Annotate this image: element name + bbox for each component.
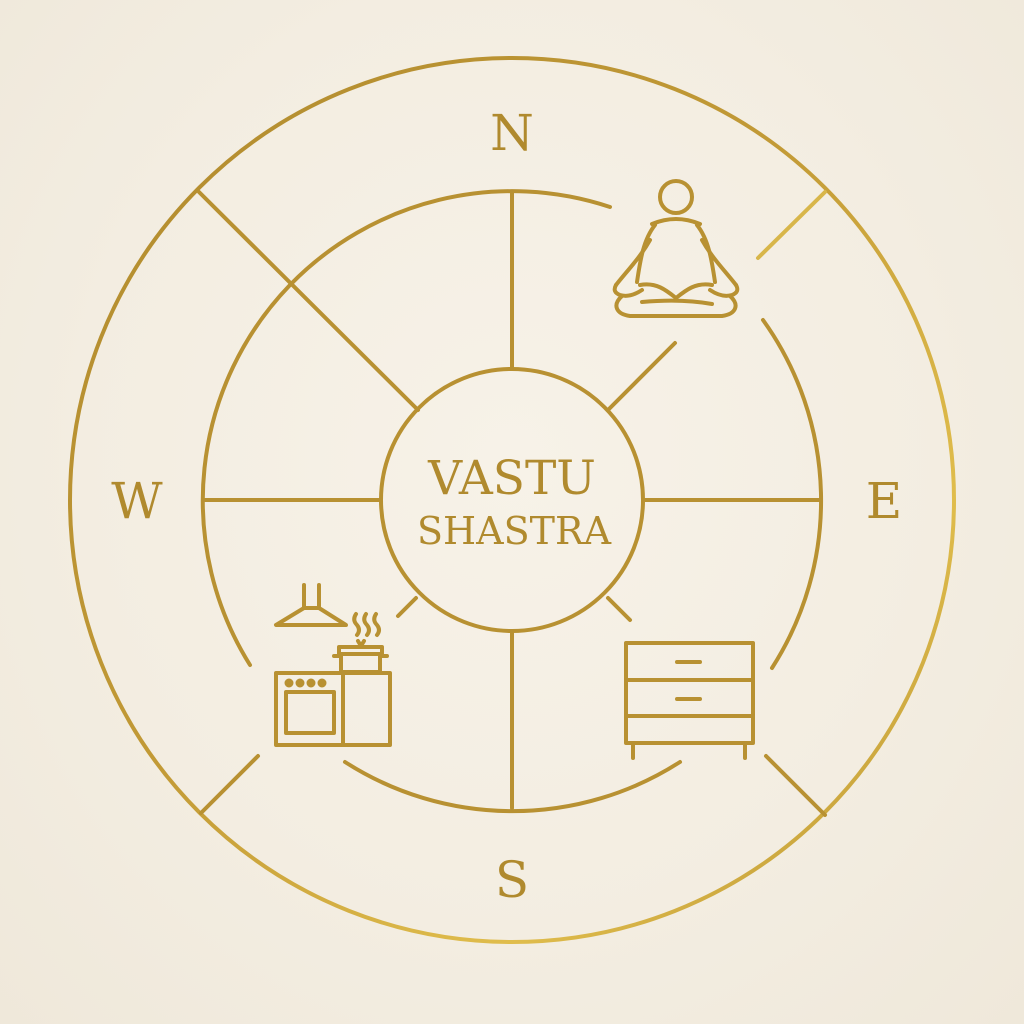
inner-ring-arc-west xyxy=(200,283,292,667)
dresser-cabinet-icon xyxy=(624,641,755,760)
spoke-northeast-inner xyxy=(606,341,677,412)
meditation-figure-icon xyxy=(612,179,740,318)
spoke-southwest-outer xyxy=(199,754,260,815)
inner-ring-arc-east xyxy=(761,318,824,670)
spoke-southwest-inner xyxy=(396,596,418,618)
inner-ring-arc-south xyxy=(343,760,682,814)
spoke-northwest xyxy=(197,190,420,412)
outer-ring xyxy=(68,56,956,944)
center-title-line2: SHASTRA xyxy=(417,509,612,553)
spoke-northeast-outer xyxy=(756,190,827,260)
direction-east-label: E xyxy=(866,472,903,530)
direction-south-label: S xyxy=(495,851,529,909)
direction-north-label: N xyxy=(490,104,534,162)
center-title-line1: VASTU xyxy=(427,451,596,506)
direction-west-label: W xyxy=(111,472,163,530)
spoke-southeast-inner xyxy=(606,596,632,622)
kitchen-stove-icon xyxy=(274,583,392,747)
spoke-southeast-outer xyxy=(764,754,827,817)
inner-ring-arc-north xyxy=(288,189,612,287)
